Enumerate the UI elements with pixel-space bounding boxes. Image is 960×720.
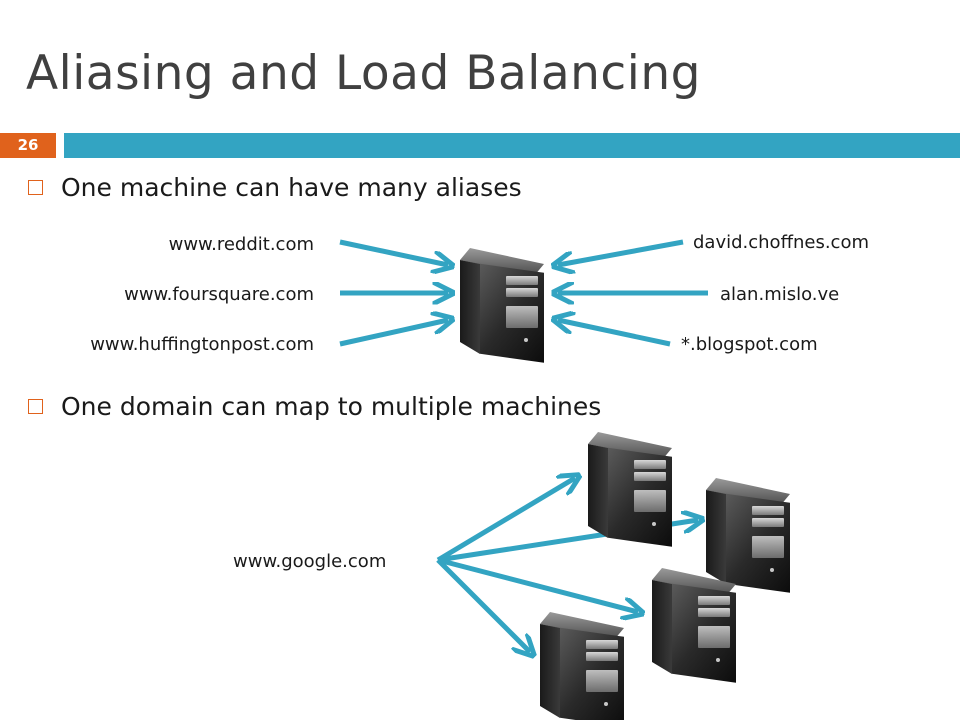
server-icon [588,432,672,547]
arrow-icon [436,478,575,563]
server-icon [540,612,624,720]
bullet-aliases-text: One machine can have many aliases [61,173,522,202]
server-icon [652,568,736,683]
alias-label-left-3: www.huffingtonpost.com [90,334,314,355]
slide-title: Aliasing and Load Balancing [26,46,701,101]
accent-bar [64,133,960,158]
bullet-multiple-machines: One domain can map to multiple machines [28,392,601,421]
arrow-icon [437,557,638,612]
slide-number: 26 [0,133,56,158]
domain-label: www.google.com [233,551,387,572]
arrow-icon [339,239,448,265]
arrow-icon [436,558,530,652]
alias-label-left-1: www.reddit.com [168,234,314,255]
checkbox-bullet-icon [28,179,43,195]
alias-label-left-2: www.foursquare.com [124,284,314,305]
server-icon [460,248,544,363]
alias-label-right-3: *.blogspot.com [681,334,818,355]
checkbox-bullet-icon [28,398,43,414]
bullet-aliases: One machine can have many aliases [28,173,522,202]
alias-label-right-2: alan.mislo.ve [720,284,840,305]
alias-label-right-1: david.choffnes.com [693,232,870,253]
arrow-icon [339,320,448,347]
server-icon [706,478,790,593]
bullet-multiple-machines-text: One domain can map to multiple machines [61,392,602,421]
arrow-icon [558,239,684,265]
arrow-icon [558,320,671,347]
